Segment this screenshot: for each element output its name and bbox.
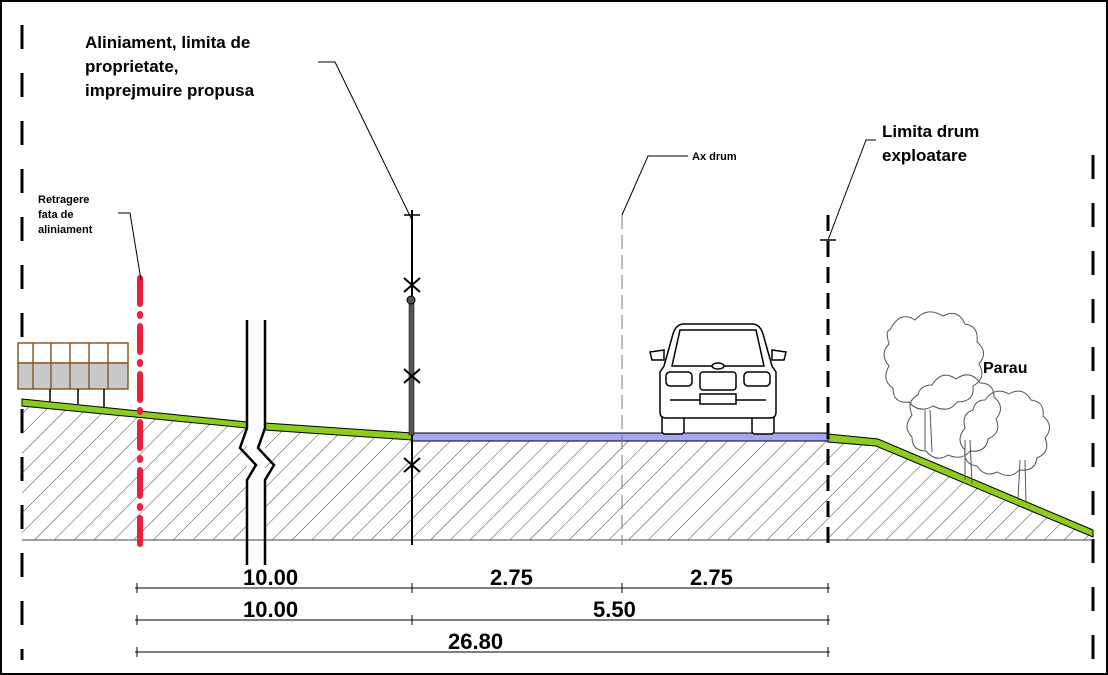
dim-property-width: 10.00 — [243, 597, 298, 622]
soil-right — [265, 428, 1093, 540]
road-limit-label: Limita drum exploatare — [882, 122, 984, 165]
existing-fence — [17, 342, 129, 407]
dim-lane-left: 2.75 — [490, 565, 533, 590]
stream-label: Parau — [983, 360, 1027, 377]
setback-label: Retragere fata de aliniament — [38, 194, 93, 236]
dim-setback-width: 10.00 — [243, 565, 298, 590]
dim-total-width: 26.80 — [448, 629, 503, 654]
alignment-label: Aliniament, limita de proprietate, impre… — [85, 33, 255, 100]
alignment-leader — [318, 61, 413, 221]
dimension-lines — [135, 583, 830, 657]
trees-icon — [883, 311, 1050, 503]
grass-right — [827, 433, 1094, 538]
axis-leader — [621, 155, 688, 216]
road-axis-label: Ax drum — [692, 151, 737, 163]
car-icon — [649, 323, 787, 435]
break-line-right — [256, 320, 276, 565]
dim-lane-right: 2.75 — [690, 565, 733, 590]
soil-left — [22, 403, 247, 540]
road-limit-leader — [827, 139, 876, 241]
dim-road-width: 5.50 — [593, 597, 636, 622]
break-line-left — [238, 320, 258, 565]
setback-leader — [118, 212, 142, 281]
fence-wire-marks — [403, 277, 421, 473]
